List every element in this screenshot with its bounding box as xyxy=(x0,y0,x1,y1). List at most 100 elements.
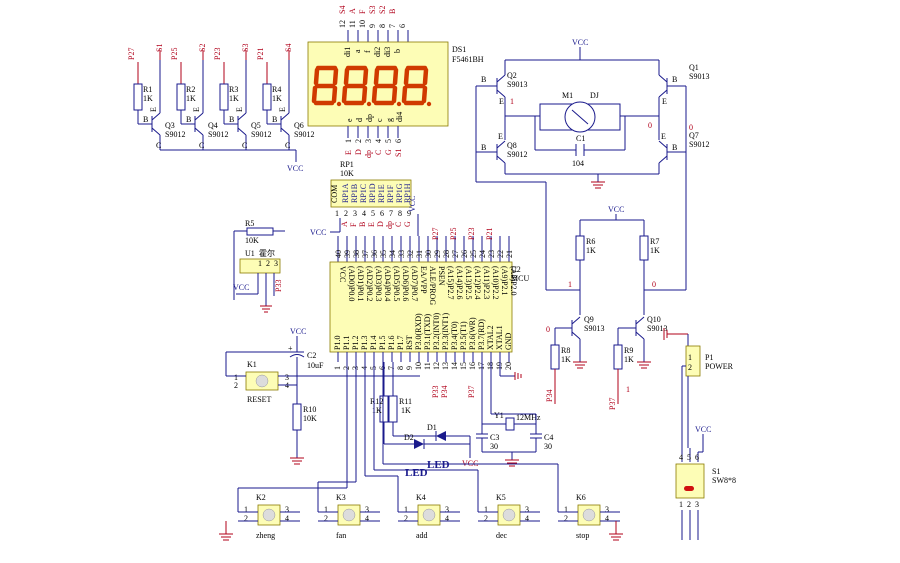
rp1-element-f: RP1F xyxy=(386,184,395,203)
key-pin1-fan: 1 xyxy=(324,505,328,514)
y1-value: 12MHz xyxy=(516,413,541,422)
driver-select-s1: S1 xyxy=(155,44,164,52)
q6-e: E xyxy=(278,107,287,112)
k1-pin-2: 2 xyxy=(234,381,238,390)
q8-b: B xyxy=(481,143,486,152)
rp1-net-a: A xyxy=(340,221,349,227)
q9-level-top: 1 xyxy=(568,280,572,289)
d1-label: LED xyxy=(427,459,450,471)
display-net-s3: S3 xyxy=(368,6,377,14)
rp1-element-e: RP1E xyxy=(377,184,386,203)
reset-button[interactable] xyxy=(255,374,269,388)
display-net-d: D xyxy=(354,149,363,155)
rp1-pins: 1 2 3 4 5 6 7 8 9 xyxy=(335,209,411,218)
key-name-fan: fan xyxy=(336,531,346,540)
key-button-fan[interactable] xyxy=(342,508,356,522)
digit-driver-3: P23 S3 R3 1K B E C Q5 S9012 xyxy=(213,44,271,150)
rp1-pin-4: 4 xyxy=(362,209,366,218)
mcu-signal-bottom-16: P3.7(RD) xyxy=(477,319,486,350)
display-pin-6: 6 xyxy=(398,24,407,28)
rp1-pin-3: 3 xyxy=(353,209,357,218)
key-button-dec[interactable] xyxy=(502,508,516,522)
display-part: F5461BH xyxy=(452,55,484,64)
r11-ref: R11 xyxy=(399,397,412,406)
mcu-signal-top-15: (A12)P2.4 xyxy=(473,266,482,300)
mcu-top-pin-30: 30 xyxy=(424,250,433,258)
mcu-net-p27: P27 xyxy=(431,228,440,240)
r10-ref: R10 xyxy=(303,405,316,414)
switch-toggle[interactable] xyxy=(684,486,694,491)
r7-ref: R7 xyxy=(650,237,659,246)
display-net-a: A xyxy=(348,8,357,14)
resistor-r9 xyxy=(613,344,623,370)
mcu-signal-top-4: (AD3)P0.3 xyxy=(374,266,383,301)
crystal-y1 xyxy=(505,417,515,431)
display-pin-3: 3 xyxy=(364,139,373,143)
display-seg-label-di2: di2 xyxy=(373,47,382,57)
mcu-signal-top-10: ALE/PROG xyxy=(428,266,437,305)
hall-name: 霍尔 xyxy=(259,248,275,258)
mcu-top-pin-40: 40 xyxy=(334,250,343,258)
mcu-signal-bottom-9: P3.0(RXD) xyxy=(414,313,423,350)
mcu-signal-top-13: (A14)P2.6 xyxy=(455,266,464,300)
mcu-left-signals: VCC(AD0)P0.0(AD1)P0.1(AD2)P0.2(AD3)P0.3(… xyxy=(338,266,518,305)
display-ref: DS1 xyxy=(452,45,466,54)
switch-pin-3: 3 xyxy=(695,500,699,509)
display-pin-6b: 6 xyxy=(394,139,403,143)
key-button-zheng[interactable] xyxy=(262,508,276,522)
rp1-pin-5: 5 xyxy=(371,209,375,218)
rp1-value: 10K xyxy=(340,169,354,178)
mcu-bottom-pin-15: 15 xyxy=(459,362,468,370)
motor-ref: M1 xyxy=(562,91,573,100)
display-seg-label-a: a xyxy=(353,49,362,53)
rp1-elements: RP1A RP1B RP1C RP1D RP1E RP1F RP1G RP1H xyxy=(341,183,412,203)
key-ref-dec: K5 xyxy=(496,493,506,502)
seven-segment-display: 12 S4 11 A 10 F 9 S3 8 S2 7 B 6 di1 a f … xyxy=(307,6,484,158)
rp1-pin-6: 6 xyxy=(380,209,384,218)
rp1-net-d: D xyxy=(376,221,385,227)
rp1-pin-7: 7 xyxy=(389,209,393,218)
key-pin2-dec: 2 xyxy=(484,514,488,523)
hall-pin-2: 2 xyxy=(266,259,270,268)
transistor-drivers: VCC R6 1K R7 1K 1 0 Q9 S9013 0 R8 1K P34… xyxy=(476,181,686,410)
display-net-s1: S1 xyxy=(394,149,403,157)
resistor-r5 xyxy=(246,227,274,236)
mcu-signal-top-0: VCC xyxy=(338,266,347,282)
key-name-dec: dec xyxy=(496,531,508,540)
key-button-stop[interactable] xyxy=(582,508,596,522)
mcu-body xyxy=(329,261,513,353)
rp1-nets: A F B E D dp C G xyxy=(340,221,412,229)
c4-value: 30 xyxy=(544,442,552,451)
digit-driver-section: P27 S1 R1 1K B E C Q3 S9012 P25 S2 R2 1K… xyxy=(127,44,314,173)
display-seg-label-di1: di1 xyxy=(343,47,352,57)
power-body xyxy=(685,345,701,377)
q10-net: P37 xyxy=(608,398,617,410)
mcu-signal-top-9: EA/VPP xyxy=(419,266,428,294)
power-switch: VCC 4 5 6 S1 SW8*8 1 2 3 xyxy=(675,425,736,540)
q2-b: B xyxy=(481,75,486,84)
resistor-r6 xyxy=(575,235,585,261)
digit-driver-4: P21 S4 R4 1K B E C Q6 S9012 xyxy=(256,44,314,150)
r8-ref: R8 xyxy=(561,346,570,355)
resistor-r2 xyxy=(176,83,186,111)
q5-ref: Q5 xyxy=(251,121,261,130)
r12-ref: R12 xyxy=(370,397,383,406)
key-button-add[interactable] xyxy=(422,508,436,522)
mcu-bottom-pin-13: 13 xyxy=(441,362,450,370)
q10-level-in: 1 xyxy=(626,385,630,394)
rp1-net-b: B xyxy=(358,222,367,227)
q7-b: B xyxy=(672,143,677,152)
mcu-signal-bottom-15: P3.6(WR) xyxy=(468,317,477,350)
q1-b: B xyxy=(672,75,677,84)
key-pin4-stop: 4 xyxy=(605,514,609,523)
key-pin1-stop: 1 xyxy=(564,505,568,514)
driver-port-p25: P25 xyxy=(170,48,179,60)
rp1-pin-1: 1 xyxy=(335,209,339,218)
switch-pin-6: 6 xyxy=(695,453,699,462)
c3-value: 30 xyxy=(490,442,498,451)
hall-pin-1: 1 xyxy=(258,259,262,268)
q5-b: B xyxy=(229,115,234,124)
